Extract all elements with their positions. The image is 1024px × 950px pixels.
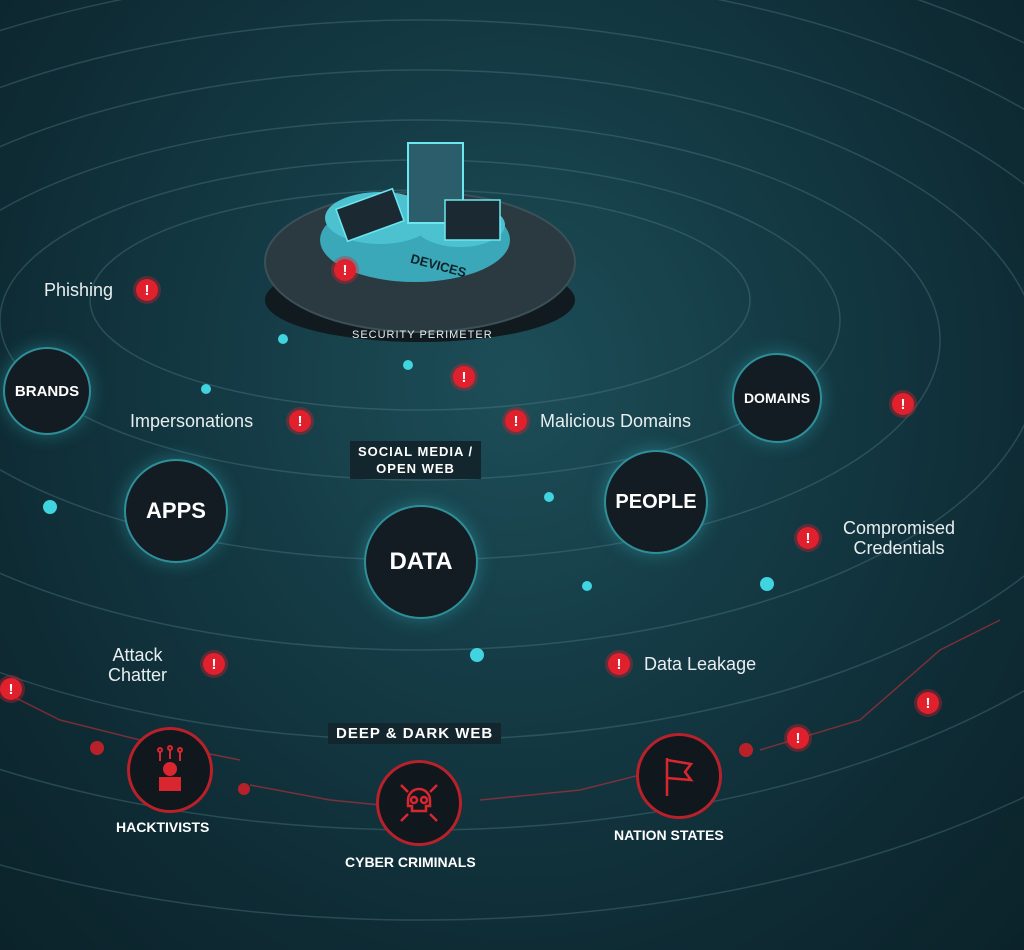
node-data: DATA: [364, 505, 478, 619]
circuit-ring: [0, 69, 1024, 651]
threat-trace: [249, 784, 381, 806]
red-node-dot: [238, 783, 250, 795]
red-node-dot: [90, 741, 104, 755]
risk-compromised-credentials: Compromised Credentials: [843, 518, 955, 558]
cyber-criminal-icon-circle: [376, 760, 462, 846]
alert-icon: !: [203, 653, 225, 675]
alert-icon: !: [787, 727, 809, 749]
risk-phishing: Phishing: [44, 280, 114, 300]
flag-icon: [665, 758, 694, 796]
node-brands: BRANDS: [3, 347, 91, 435]
signal-dot: [278, 334, 288, 344]
attack-line1: Attack: [112, 645, 163, 665]
alert-icon: !: [608, 653, 630, 675]
alert-icon: !: [892, 393, 914, 415]
deep-dark-web-tag: DEEP & DARK WEB: [328, 723, 502, 744]
risk-attack-chatter: Attack Chatter: [108, 645, 167, 685]
social-line1: SOCIAL MEDIA /: [358, 444, 474, 459]
signal-dot: [470, 648, 484, 662]
social-media-open-web-tag: SOCIAL MEDIA / OPEN WEB: [350, 441, 482, 479]
signal-dot: [760, 577, 774, 591]
risk-malicious-domains: Malicious Domains: [540, 411, 692, 431]
social-line2: OPEN WEB: [376, 461, 455, 476]
hacktivist-icon-circle: [127, 727, 213, 813]
laptop-icon: [444, 199, 501, 241]
red-node-dot: [739, 743, 753, 757]
threat-nation-states: NATION STATES: [614, 827, 724, 843]
hacker-icon: [157, 745, 183, 791]
signal-dot: [201, 384, 211, 394]
circuit-ring: [0, 0, 1024, 921]
compromised-line2: Credentials: [853, 538, 945, 558]
alert-icon: !: [289, 410, 311, 432]
signal-dot: [43, 500, 57, 514]
threat-trace: [759, 619, 1001, 751]
signal-dot: [582, 581, 592, 591]
tablet-icon: [335, 187, 405, 243]
alert-icon: !: [453, 366, 475, 388]
skull-icon: [400, 784, 438, 822]
node-apps: APPS: [124, 459, 228, 563]
signal-dot: [403, 360, 413, 370]
security-perimeter-label: SECURITY PERIMETER: [352, 329, 493, 341]
risk-impersonations: Impersonations: [130, 411, 254, 431]
node-domains: DOMAINS: [732, 353, 822, 443]
compromised-line1: Compromised: [843, 518, 956, 538]
alert-icon: !: [136, 279, 158, 301]
alert-icon: !: [0, 678, 22, 700]
nation-state-icon-circle: [636, 733, 722, 819]
threat-hacktivists: HACKTIVISTS: [116, 819, 210, 835]
alert-icon: !: [505, 410, 527, 432]
threat-trace: [479, 774, 641, 801]
alert-icon: !: [797, 527, 819, 549]
alert-icon: !: [334, 259, 356, 281]
risk-data-leakage: Data Leakage: [644, 654, 757, 674]
node-people: PEOPLE: [604, 450, 708, 554]
signal-dot: [544, 492, 554, 502]
alert-icon: !: [917, 692, 939, 714]
attack-line2: Chatter: [108, 665, 168, 685]
threat-cyber-criminals: CYBER CRIMINALS: [345, 854, 476, 870]
